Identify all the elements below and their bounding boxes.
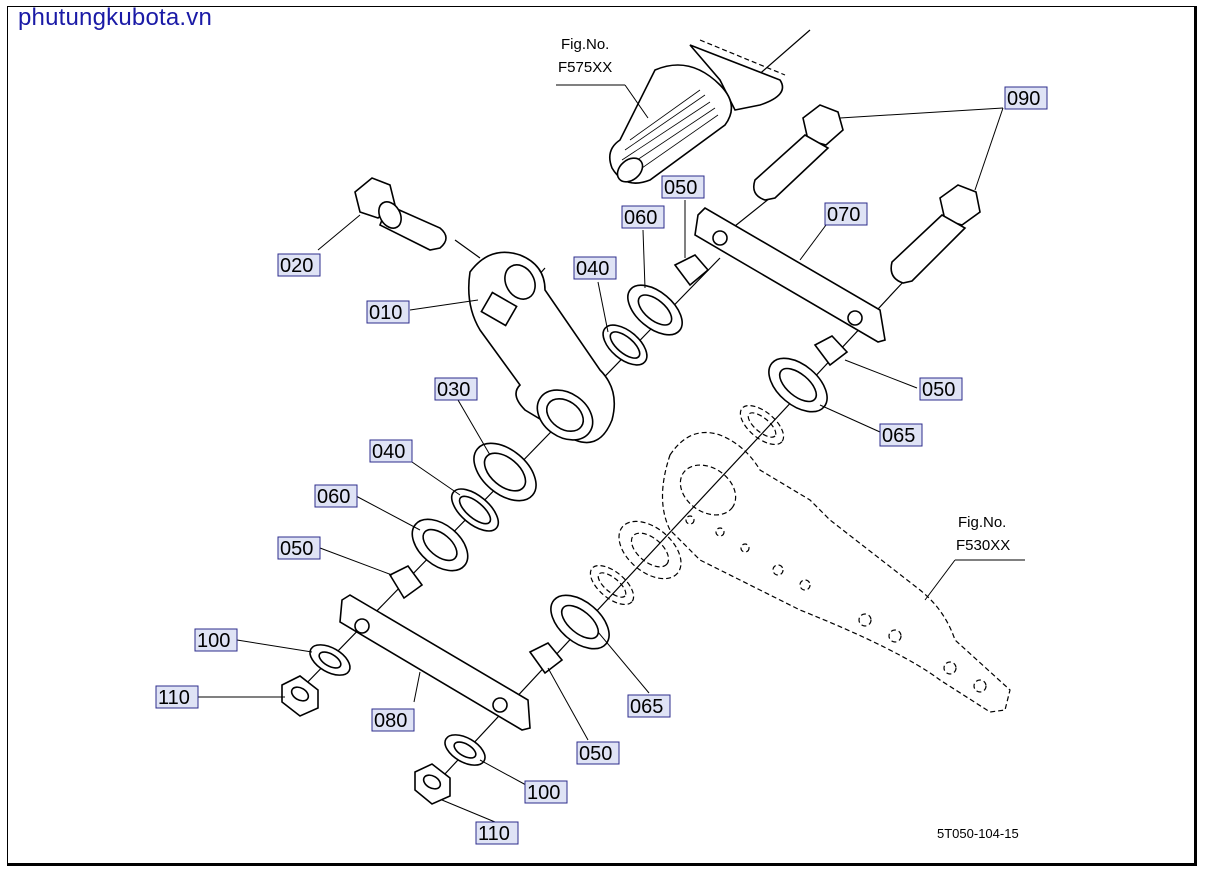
callout-040-a[interactable]: 040 (573, 256, 617, 280)
snap-ring-hidden-a (739, 404, 785, 446)
callout-060-b[interactable]: 060 (314, 484, 358, 508)
callout-040-b[interactable]: 040 (369, 439, 413, 463)
callout-label: 110 (158, 687, 190, 709)
snap-ring-040-b (450, 488, 500, 532)
bolt-090-lower (890, 184, 981, 284)
callout-030[interactable]: 030 (434, 377, 478, 401)
callout-label: 050 (579, 743, 612, 765)
seal-065-a (768, 357, 828, 413)
bearing-030 (473, 442, 537, 502)
bushing-050-b (388, 564, 424, 600)
link-plate-070 (694, 206, 886, 343)
callout-label: 060 (624, 207, 657, 229)
bolt-090-upper (752, 104, 844, 201)
pitman-arm-010 (467, 251, 616, 444)
fig-ref-number: F575XX (558, 59, 612, 76)
callout-050-a[interactable]: 050 (661, 175, 705, 199)
callout-label: 050 (664, 177, 697, 199)
callout-label: 090 (1007, 88, 1040, 110)
callout-065-b[interactable]: 065 (627, 694, 671, 718)
callout-label: 065 (630, 696, 663, 718)
callout-label: 065 (882, 425, 915, 447)
bushing-050-c (813, 335, 849, 367)
callout-label: 030 (437, 379, 470, 401)
callout-050-c[interactable]: 050 (919, 377, 963, 401)
fig-ref-label: Fig.No. (958, 514, 1006, 531)
fig-ref-f530: Fig.No. F530XX (956, 514, 1010, 554)
callout-060-a[interactable]: 060 (621, 205, 665, 229)
diagram-frame (7, 6, 1197, 866)
callout-050-b[interactable]: 050 (277, 536, 321, 560)
callout-050-d[interactable]: 050 (576, 741, 620, 765)
callout-080[interactable]: 080 (371, 708, 415, 732)
callout-label: 070 (827, 204, 860, 226)
callout-label: 100 (197, 630, 230, 652)
callout-070[interactable]: 070 (824, 202, 868, 226)
bearing-hidden (618, 520, 682, 580)
callout-label: 040 (576, 258, 609, 280)
site-watermark: phutungkubota.vn (18, 4, 213, 31)
splined-shaft (609, 39, 786, 184)
lower-arm-f530 (661, 431, 1011, 713)
callout-label: 050 (280, 538, 313, 560)
fig-ref-number: F530XX (956, 537, 1010, 554)
lock-washer-100-b (444, 734, 486, 766)
callout-label: 010 (369, 302, 402, 324)
callout-label: 100 (527, 782, 560, 804)
leader-lines (198, 84, 1025, 823)
callout-100-b[interactable]: 100 (524, 780, 568, 804)
bolt-020 (354, 177, 447, 251)
nut-110-a (281, 675, 319, 717)
drawing-code: 5T050-104-15 (937, 826, 1019, 841)
callout-label: 040 (372, 441, 405, 463)
callout-label: 110 (478, 823, 510, 845)
callout-065-a[interactable]: 065 (879, 423, 923, 447)
nut-110-b (414, 763, 451, 805)
callout-020[interactable]: 020 (277, 253, 321, 277)
fig-ref-f575: Fig.No. F575XX (558, 36, 612, 76)
callout-110-a[interactable]: 110 (155, 685, 199, 709)
seal-060-a (627, 284, 683, 336)
snap-ring-hidden-b (589, 564, 635, 606)
callout-label: 020 (280, 255, 313, 277)
callout-label: 060 (317, 486, 350, 508)
fig-ref-label: Fig.No. (561, 36, 609, 53)
seal-060-b (411, 518, 469, 572)
link-plate-080 (339, 594, 531, 731)
callout-label: 050 (922, 379, 955, 401)
snap-ring-040-a (602, 324, 648, 366)
callout-label: 080 (374, 710, 407, 732)
lock-washer-100-a (309, 644, 351, 676)
callout-090[interactable]: 090 (1004, 86, 1048, 110)
callout-100-a[interactable]: 100 (194, 628, 238, 652)
bushing-050-a (673, 254, 710, 287)
seal-065-b (550, 594, 610, 650)
callout-110-b[interactable]: 110 (475, 821, 519, 845)
callout-010[interactable]: 010 (366, 300, 410, 324)
bushing-050-d (528, 641, 564, 675)
